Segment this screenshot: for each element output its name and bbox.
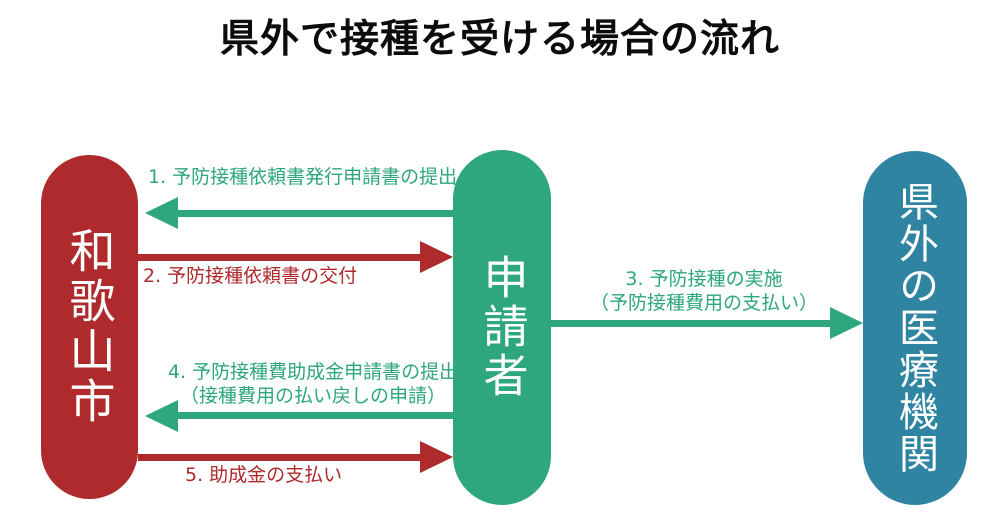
arrow-step4-label-line2: （接種費用の払い戻しの申請） [179, 384, 446, 407]
arrow-step3-right-arrowhead-icon [830, 307, 863, 339]
node-medical-institution: 県外の医療機関 [863, 151, 967, 505]
arrow-step4-label-line1: 4. 予防接種費助成金申請書の提出 [167, 361, 459, 383]
page-title: 県外で接種を受ける場合の流れ [219, 17, 780, 62]
arrow-step5-right-arrowhead-icon [420, 441, 453, 473]
arrow-step5-shaft [138, 454, 420, 461]
arrow-step2-label: 2. 予防接種依頼書の交付 [143, 265, 358, 287]
arrow-step4-shaft [176, 412, 453, 419]
arrow-step3-shaft [551, 320, 830, 327]
arrow-step4-left-arrowhead-icon [145, 400, 178, 432]
arrow-step1-label: 1. 予防接種依頼書発行申請書の提出 [148, 166, 458, 188]
arrow-step3-label-line2: （予防接種費用の支払い） [589, 291, 818, 314]
arrow-step1-left-arrowhead-icon [145, 197, 178, 229]
arrow-step4-label: 4. 予防接種費助成金申請書の提出 （接種費用の払い戻しの申請） [148, 361, 478, 409]
node-applicant: 申請者 [453, 150, 551, 505]
arrow-step2-right-arrowhead-icon [420, 241, 453, 273]
arrow-step3-label-line1: 3. 予防接種の実施 [625, 268, 783, 290]
node-wakayama-city-label: 和歌山市 [62, 227, 117, 427]
node-wakayama-city: 和歌山市 [41, 155, 138, 499]
node-medical-institution-label: 県外の医療機関 [892, 181, 938, 475]
arrow-step2-shaft [138, 254, 420, 261]
arrow-step3-label: 3. 予防接種の実施 （予防接種費用の支払い） [545, 268, 863, 316]
arrow-step1-shaft [176, 210, 453, 217]
node-applicant-label: 申請者 [475, 254, 529, 401]
arrow-step5-label: 5. 助成金の支払い [185, 464, 343, 486]
